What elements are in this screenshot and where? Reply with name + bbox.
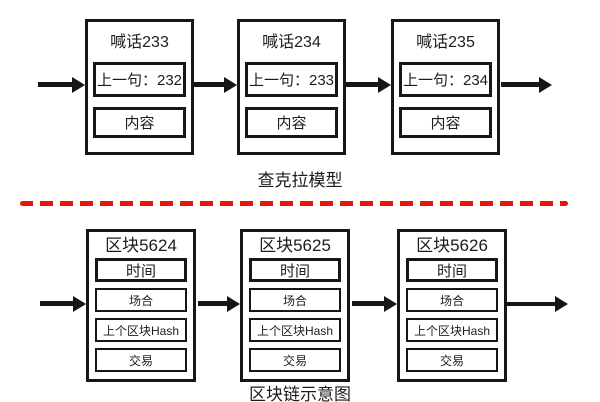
chat-node-title: 喊话235 [416,34,475,51]
chat-node-prev-field: 上一句：232 [93,62,186,97]
chat-node-content-field: 内容 [399,107,492,138]
flow-arrow-icon [352,301,384,306]
block-field-prev-hash: 上个区块Hash [406,318,498,342]
flow-arrow-icon [40,301,73,306]
block-field-occasion: 场合 [249,288,341,312]
chat-node-title: 喊话234 [262,34,321,51]
chat-node-235: 喊话235 上一句：234 内容 [391,19,500,155]
red-dashed-divider [20,201,568,206]
block-field-time: 时间 [95,258,187,282]
block-node-title: 区块5626 [416,236,488,255]
chat-node-prev-field: 上一句：233 [245,62,338,97]
flow-arrow-icon [38,82,72,87]
block-field-occasion: 场合 [95,288,187,312]
block-field-prev-hash: 上个区块Hash [249,318,341,342]
block-field-transactions: 交易 [249,348,341,372]
block-node-title: 区块5625 [259,236,331,255]
block-field-transactions: 交易 [406,348,498,372]
block-field-time: 时间 [249,258,341,282]
bottom-section-caption: 区块链示意图 [249,385,351,402]
chat-node-233: 喊话233 上一句：232 内容 [85,19,194,155]
block-node-5625: 区块5625 时间 场合 上个区块Hash 交易 [240,229,350,382]
block-field-transactions: 交易 [95,348,187,372]
chat-node-title: 喊话233 [110,34,169,51]
block-node-5626: 区块5626 时间 场合 上个区块Hash 交易 [397,229,507,382]
block-node-5624: 区块5624 时间 场合 上个区块Hash 交易 [86,229,196,382]
top-section-caption: 查克拉模型 [257,171,343,190]
flow-arrow-icon [198,301,227,306]
block-field-occasion: 场合 [406,288,498,312]
flow-arrow-icon [501,82,539,87]
chat-node-234: 喊话234 上一句：233 内容 [237,19,346,155]
chat-node-prev-field: 上一句：234 [399,62,492,97]
block-node-title: 区块5624 [105,236,177,255]
block-field-prev-hash: 上个区块Hash [95,318,187,342]
flow-arrow-icon [346,82,378,87]
block-field-time: 时间 [406,258,498,282]
flow-arrow-icon [507,302,555,306]
chat-node-content-field: 内容 [93,107,186,138]
chat-node-content-field: 内容 [245,107,338,138]
flow-arrow-icon [194,82,224,87]
